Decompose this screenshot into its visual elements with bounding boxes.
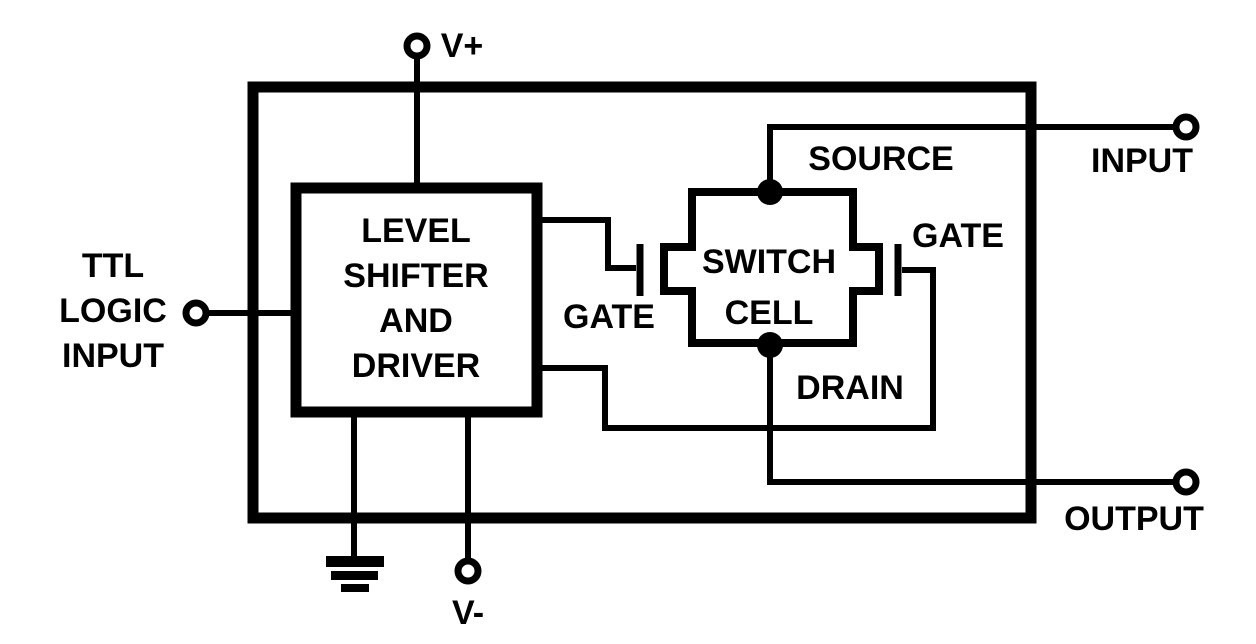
gate-right-label: GATE <box>912 217 1004 255</box>
switch-cell-outline <box>660 188 883 347</box>
source-input-wire <box>767 124 1175 192</box>
ground-bar-middle <box>331 571 378 580</box>
ground-bar-bottom <box>341 584 369 592</box>
v-plus-terminal <box>403 32 431 60</box>
ttl-label-line2: LOGIC <box>59 292 167 330</box>
ttl-logic-input-label: TTL LOGIC INPUT <box>59 247 167 375</box>
drain-junction-dot <box>757 332 783 358</box>
drain-output-wire <box>767 345 1175 485</box>
left-gate-wire <box>533 217 636 271</box>
input-terminal <box>1172 113 1200 141</box>
source-junction-dot <box>757 179 783 205</box>
level-shifter-driver-block <box>290 182 543 418</box>
switch-cell-label-line2: CELL <box>725 294 814 332</box>
output-label: OUTPUT <box>1064 500 1204 538</box>
level-shifter-label-line3: AND <box>379 302 453 340</box>
input-label: INPUT <box>1091 142 1193 180</box>
drain-label: DRAIN <box>796 369 904 407</box>
v-minus-label: V- <box>452 594 484 632</box>
output-terminal <box>1172 468 1200 496</box>
ground-bar-top <box>326 556 384 567</box>
ic-package-outline <box>247 81 1037 524</box>
level-shifter-driver-label: LEVEL SHIFTER AND DRIVER <box>343 212 488 385</box>
ground-symbol <box>326 556 384 592</box>
v-plus-label: V+ <box>441 27 484 65</box>
gate-left-label: GATE <box>563 298 655 336</box>
switch-cell-label-line1: SWITCH <box>702 243 836 281</box>
level-shifter-label-line4: DRIVER <box>352 347 480 385</box>
ttl-label-line1: TTL <box>82 247 144 285</box>
level-shifter-label-line2: SHIFTER <box>343 257 488 295</box>
level-shifter-label-line1: LEVEL <box>361 212 471 250</box>
source-label: SOURCE <box>808 140 953 178</box>
ttl-label-line3: INPUT <box>62 337 164 375</box>
v-minus-terminal <box>454 557 482 585</box>
switch-cell-label: SWITCH CELL <box>702 243 836 332</box>
ttl-logic-input-terminal <box>182 299 210 327</box>
